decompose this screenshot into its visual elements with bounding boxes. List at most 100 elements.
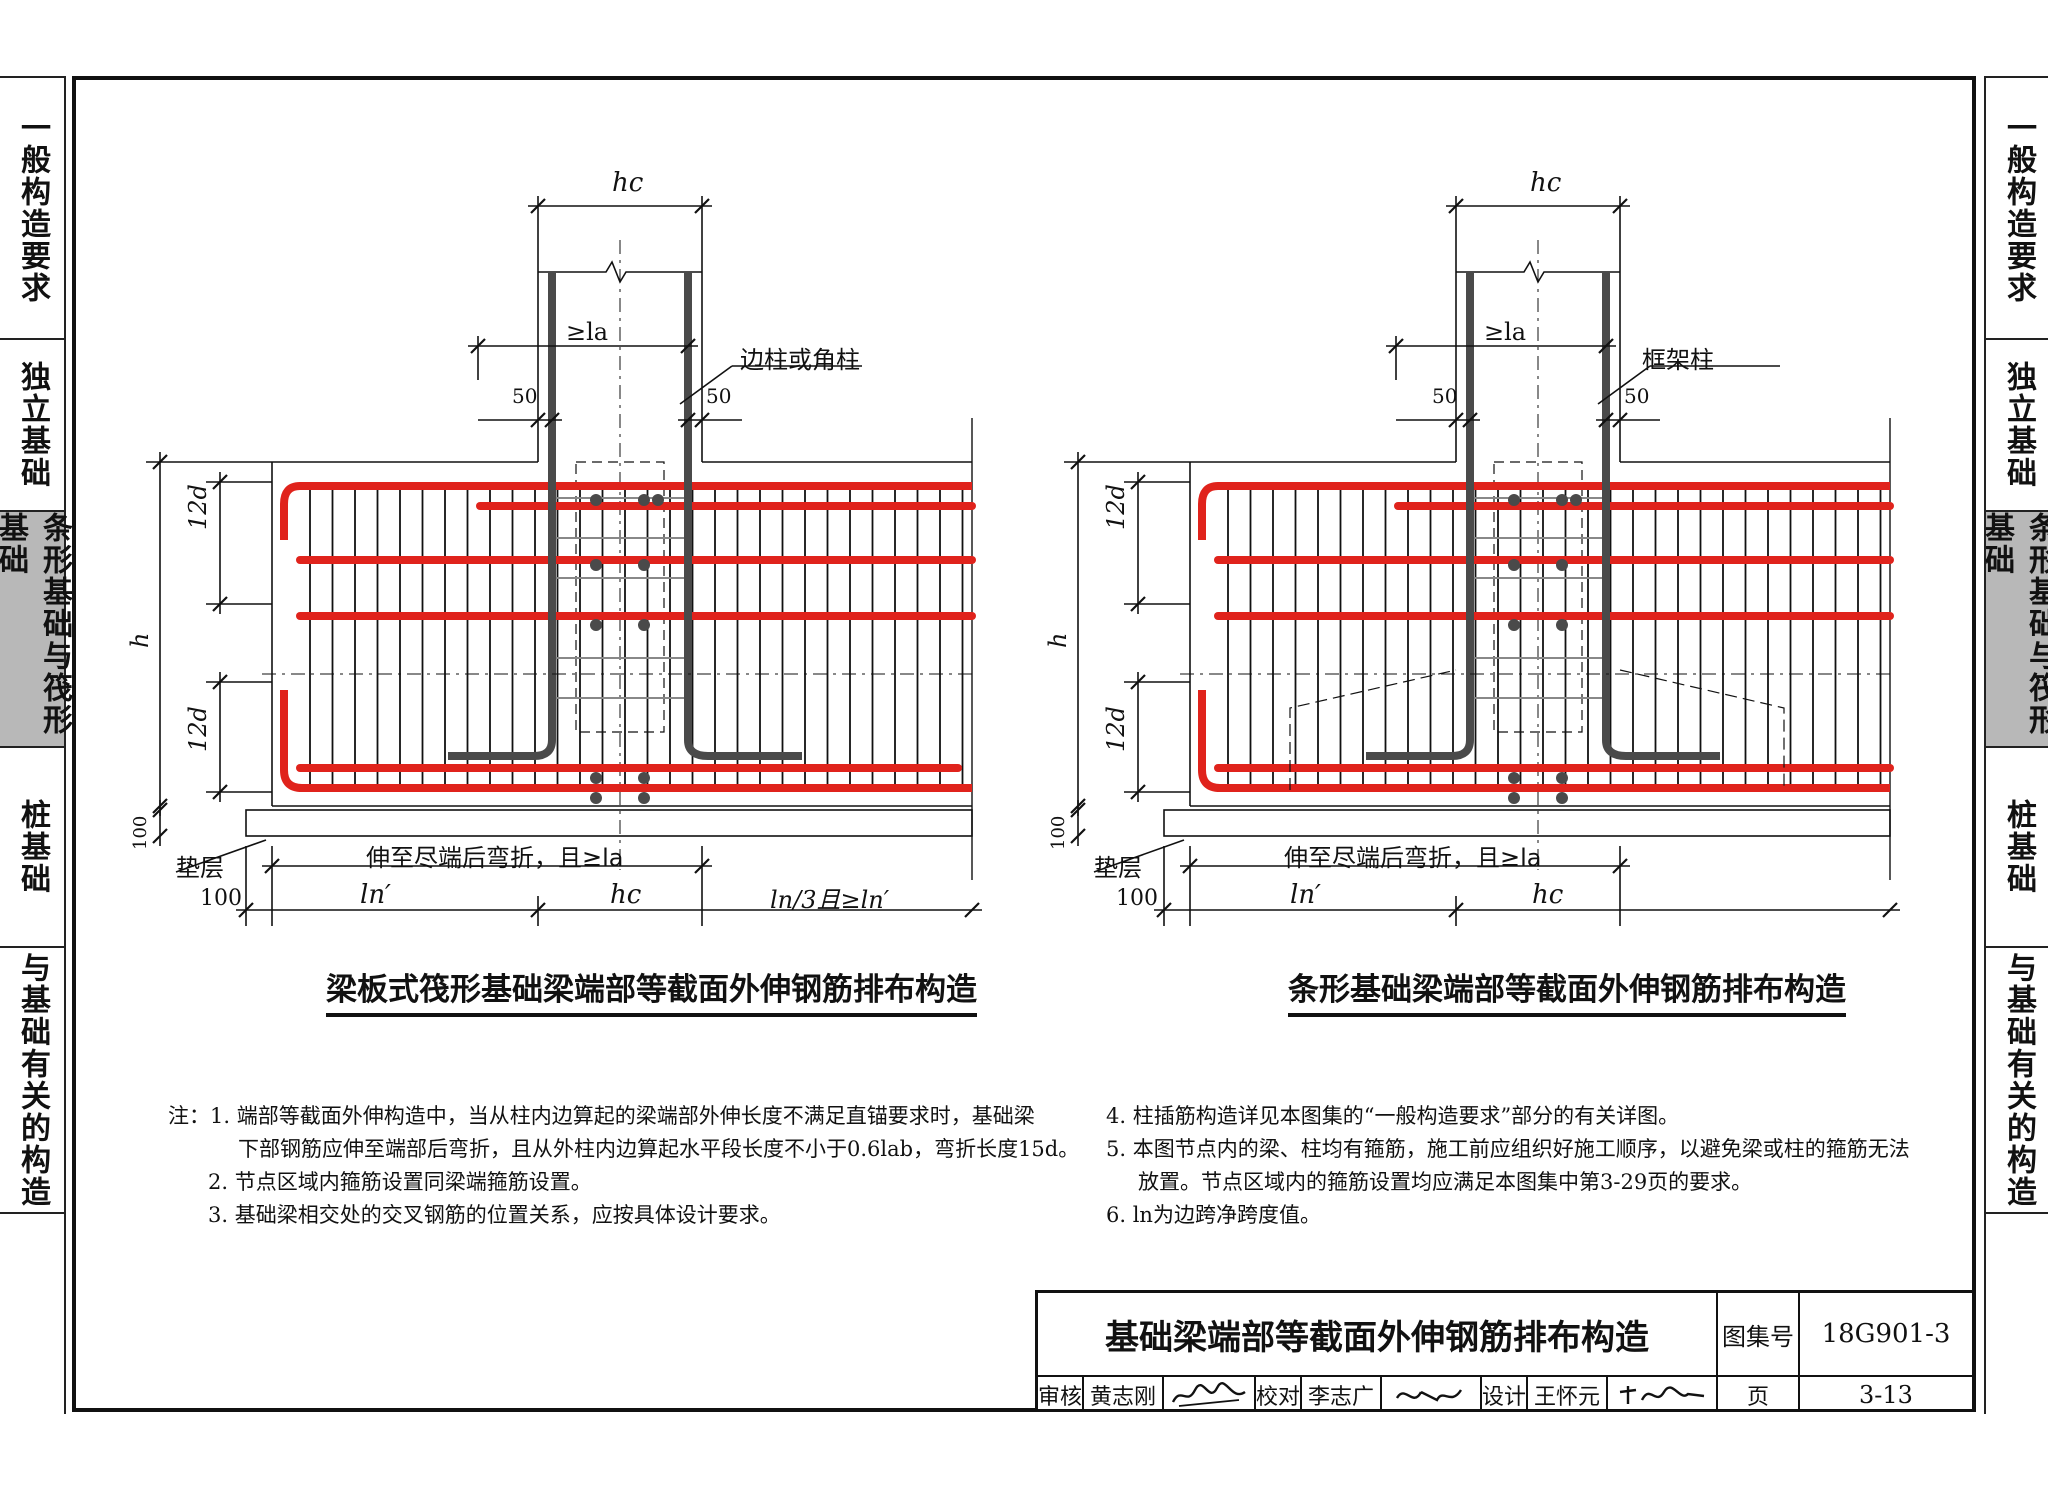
note-line: 3. 基础梁相交处的交叉钢筋的位置关系，应按具体设计要求。 xyxy=(208,1203,781,1227)
left-anchor-label: ≥la xyxy=(566,318,609,346)
right-diagram xyxy=(1064,196,1900,926)
rebar-section-dot xyxy=(1508,792,1520,804)
dimension-tick xyxy=(1070,828,1086,844)
designer-name: 王怀元 xyxy=(1528,1377,1608,1412)
column-break-line xyxy=(538,260,702,284)
rebar-section-dot xyxy=(638,772,650,784)
note-line: 2. 节点区域内箍筋设置同梁端箍筋设置。 xyxy=(208,1170,592,1194)
right-dim-12d-top: 12d xyxy=(1102,484,1130,530)
right-bend-label: 伸至尽端后弯折，且≥la xyxy=(1284,844,1542,872)
haunch-line-left xyxy=(1289,669,1457,790)
left-dim-50-left: 50 xyxy=(512,384,538,408)
drawing-frame xyxy=(72,76,1976,1412)
right-dim-50-right: 50 xyxy=(1624,384,1650,408)
check-label: 校对 xyxy=(1256,1377,1302,1412)
side-tab-label: 独立基础 xyxy=(15,361,50,489)
side-tab-right-3[interactable]: 条形基础与筏形基础 xyxy=(1979,512,2048,748)
haunch-line-right xyxy=(1619,669,1785,790)
right-diagram-caption: 条形基础梁端部等截面外伸钢筋排布构造 xyxy=(1288,964,1846,1017)
dimension-tick xyxy=(1598,412,1614,428)
rebar-section-dot xyxy=(590,494,602,506)
checker-name: 李志广 xyxy=(1302,1377,1382,1412)
dimension-tick xyxy=(1070,802,1086,818)
left-column-label: 边柱或角柱 xyxy=(740,346,860,374)
right-cushion-label: 垫层 xyxy=(1094,854,1142,882)
dimension-tick xyxy=(1882,902,1898,918)
note-line: 6. ln为边跨净跨度值。 xyxy=(1106,1203,1321,1227)
page-label: 页 xyxy=(1718,1377,1800,1412)
left-dim-50-right: 50 xyxy=(706,384,732,408)
dimension-tick xyxy=(152,802,168,818)
right-dim-12d-bottom: 12d xyxy=(1102,706,1130,752)
right-dim-50-left: 50 xyxy=(1432,384,1458,408)
rebar-section-dot xyxy=(590,559,602,571)
side-tab-left-3[interactable]: 条形基础与筏形基础 xyxy=(0,512,72,748)
left-side-tabs: 一般构造要求独立基础条形基础与筏形基础桩基础与基础有关的构造 xyxy=(0,76,72,1414)
reviewer-signature xyxy=(1164,1377,1256,1412)
dimension-tick xyxy=(544,412,560,428)
rebar-section-dot xyxy=(1556,619,1568,631)
dimension-tick xyxy=(1612,412,1628,428)
checker-signature xyxy=(1382,1377,1482,1412)
dimension-tick xyxy=(1448,412,1464,428)
left-bend-label: 伸至尽端后弯折，且≥la xyxy=(366,844,624,872)
side-tab-right-1[interactable]: 一般构造要求 xyxy=(1986,78,2048,340)
right-anchor-label: ≥la xyxy=(1484,318,1527,346)
column-bar-right xyxy=(684,272,802,760)
side-tab-label: 条形基础与筏形基础 xyxy=(0,512,72,736)
cushion-leader xyxy=(175,839,267,873)
reviewer-name: 黄志刚 xyxy=(1084,1377,1164,1412)
dimension-tick xyxy=(1462,412,1478,428)
side-tab-right-2[interactable]: 独立基础 xyxy=(1986,340,2048,512)
left-dim-12d-bottom: 12d xyxy=(184,706,212,752)
note-line: 放置。节点区域内的箍筋设置均应满足本图集中第3-29页的要求。 xyxy=(1138,1170,1753,1194)
right-dim-100-vertical: 100 xyxy=(1048,815,1069,850)
rebar-section-dot xyxy=(1508,494,1520,506)
side-tab-label: 一般构造要求 xyxy=(2001,112,2036,304)
left-dim-hc-bottom: hc xyxy=(610,880,642,910)
title-block-title: 基础梁端部等截面外伸钢筋排布构造 xyxy=(1038,1293,1718,1377)
rebar-section-dot xyxy=(638,792,650,804)
dimension-tick xyxy=(152,828,168,844)
page-number: 3-13 xyxy=(1859,1380,1913,1409)
note-line: 注：1. 端部等截面外伸构造中，当从柱内边算起的梁端部外伸长度不满足直锚要求时，… xyxy=(168,1104,1035,1128)
rebar-section-dot xyxy=(1556,559,1568,571)
column-stirrup-zone xyxy=(1493,461,1583,733)
side-tab-label: 桩基础 xyxy=(2001,799,2036,895)
note-line: 4. 柱插筋构造详见本图集的“一般构造要求”部分的有关详图。 xyxy=(1106,1104,1680,1128)
rebar-section-dot xyxy=(638,559,650,571)
column-bar-left xyxy=(448,272,556,760)
atlas-number: 18G901-3 xyxy=(1800,1293,1972,1377)
right-side-tabs: 一般构造要求独立基础条形基础与筏形基础桩基础与基础有关的构造 xyxy=(1979,76,2048,1414)
side-tab-left-1[interactable]: 一般构造要求 xyxy=(0,78,64,340)
side-tab-left-5[interactable]: 与基础有关的构造 xyxy=(0,948,64,1214)
left-dim-h: h xyxy=(126,632,154,648)
side-tab-right-5[interactable]: 与基础有关的构造 xyxy=(1986,948,2048,1214)
right-dim-100-horizontal: 100 xyxy=(1116,886,1158,911)
side-tab-label: 与基础有关的构造 xyxy=(2001,952,2036,1208)
cushion-layer xyxy=(1163,809,1891,837)
side-tab-right-4[interactable]: 桩基础 xyxy=(1986,748,2048,948)
right-dim-ln-prime: ln′ xyxy=(1290,880,1321,910)
dimension-tick xyxy=(694,412,710,428)
side-tab-label: 一般构造要求 xyxy=(15,112,50,304)
designer-signature xyxy=(1608,1377,1718,1412)
column-stirrup-zone xyxy=(575,461,665,733)
side-tab-left-4[interactable]: 桩基础 xyxy=(0,748,64,948)
left-dim-100-horizontal: 100 xyxy=(200,886,242,911)
cushion-layer xyxy=(245,809,973,837)
top-rebar-main xyxy=(1198,482,1890,540)
column-label-leader xyxy=(679,365,733,405)
side-tab-label: 条形基础与筏形基础 xyxy=(1979,512,2048,736)
side-tab-label: 桩基础 xyxy=(15,799,50,895)
rebar-section-dot xyxy=(590,619,602,631)
atlas-label: 图集号 xyxy=(1718,1293,1800,1377)
cushion-leader xyxy=(1093,839,1185,873)
side-tab-label: 独立基础 xyxy=(2001,361,2036,489)
top-rebar-main xyxy=(280,482,972,540)
left-hc-top-label: hc xyxy=(612,168,644,198)
side-tab-left-2[interactable]: 独立基础 xyxy=(0,340,64,512)
left-dim-ln3: ln/3且≥ln′ xyxy=(770,886,890,914)
rebar-section-dot xyxy=(1556,792,1568,804)
dimension-tick xyxy=(1598,338,1614,354)
